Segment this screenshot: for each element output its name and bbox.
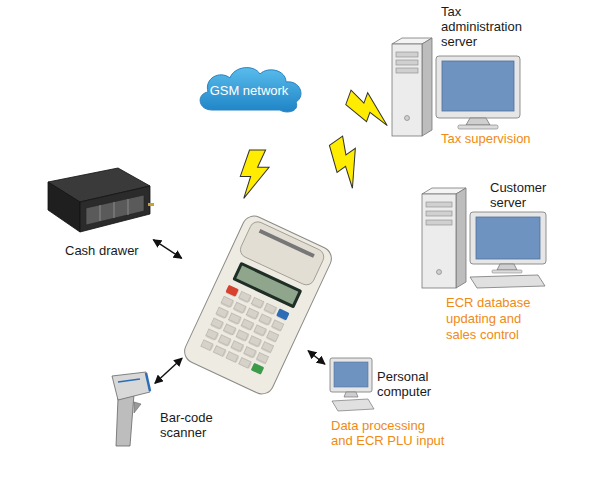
- cash-drawer-illustration-part: [48, 182, 80, 232]
- node-label: Bar-code scanner: [160, 410, 230, 440]
- pc-illustration: [330, 358, 374, 411]
- tax-server-illustration-part: [422, 38, 432, 136]
- ecr-illustration-part: [251, 363, 264, 375]
- lightning-bolt: [240, 150, 269, 198]
- customer-server-illustration-part: [497, 264, 517, 270]
- tax-server-illustration-part: [396, 68, 418, 73]
- cash-drawer-illustration-part: [80, 186, 150, 232]
- customer-server-illustration-part: [426, 220, 452, 225]
- node-label: GSM network: [190, 83, 308, 98]
- scanner-illustration-part: [134, 402, 141, 413]
- lightning-bolt: [343, 87, 396, 129]
- ecr-illustration-part: [181, 212, 336, 398]
- lightning-bolt-part: [343, 87, 396, 129]
- ecr-illustration-part: [259, 229, 315, 258]
- scanner-illustration: [112, 372, 150, 446]
- cash-drawer-illustration-part: [86, 195, 144, 225]
- tax-server-illustration-part: [405, 116, 410, 121]
- tax-server-illustration-part: [458, 125, 498, 129]
- customer-server-illustration-part: [426, 211, 452, 216]
- ecr-node: [185, 225, 305, 375]
- lightning-bolt-part: [240, 150, 269, 198]
- node-label: Cash drawer: [65, 243, 139, 258]
- lightning-bolt-part: [322, 134, 373, 190]
- cash-drawer-illustration-part: [128, 199, 129, 215]
- node-label: Personal computer: [377, 369, 447, 399]
- ecr-illustration-part: [232, 262, 302, 309]
- tax-server-illustration-part: [436, 56, 520, 118]
- ecr-illustration-part: [238, 219, 327, 287]
- node-label: Customer server: [490, 180, 560, 210]
- customer-server-illustration-part: [426, 202, 452, 207]
- scanner-illustration-part: [146, 373, 150, 391]
- cash-drawer-illustration-part: [48, 168, 150, 202]
- ecr-illustration: [181, 212, 336, 398]
- node-label: Data processing and ECR PLU input: [331, 418, 447, 448]
- computer-node: Personal computerData processing and ECR…: [328, 358, 376, 414]
- customer-server-illustration-part: [422, 188, 466, 194]
- ecr-illustration-part: [276, 308, 289, 320]
- pc-illustration-part: [344, 392, 358, 397]
- device-node: Cash drawer: [45, 168, 150, 238]
- pc-illustration-part: [332, 399, 374, 411]
- cash-drawer-illustration-part: [100, 205, 101, 221]
- customer-server-illustration-part: [422, 194, 456, 288]
- ecr-illustration-part: [225, 285, 238, 297]
- node-label: Tax administration server: [441, 4, 536, 49]
- pc-illustration-part: [334, 362, 368, 387]
- server-node: Tax administration serverTax supervision: [388, 38, 524, 134]
- server-node: Customer serverECR database updating and…: [420, 186, 547, 290]
- node-label: ECR database updating and sales control: [446, 295, 546, 343]
- pc-illustration-part: [330, 358, 372, 392]
- customer-server-illustration-part: [470, 212, 546, 264]
- scanner-illustration-part: [118, 379, 140, 382]
- network-cloud: GSM network: [190, 60, 308, 116]
- tax-server-illustration-part: [392, 44, 422, 136]
- scanner-illustration-part: [116, 394, 134, 446]
- customer-server-illustration-part: [476, 217, 540, 259]
- tax-server-illustration-part: [466, 118, 490, 125]
- node-label: Tax supervision: [441, 131, 561, 146]
- customer-server-illustration-part: [470, 275, 545, 288]
- tax-server-illustration-part: [396, 60, 418, 65]
- customer-server-illustration-part: [437, 270, 442, 275]
- tax-server-illustration-part: [396, 52, 418, 57]
- tax-server-illustration-part: [442, 61, 514, 111]
- double-arrow: [153, 240, 181, 259]
- tax-server-illustration: [392, 38, 520, 136]
- tax-server-illustration-part: [392, 38, 432, 44]
- customer-server-illustration: [422, 188, 546, 288]
- cash-drawer-illustration-part: [148, 203, 154, 206]
- customer-server-illustration-part: [456, 188, 466, 288]
- device-node: Bar-code scanner: [100, 372, 152, 448]
- customer-server-illustration-part: [492, 270, 522, 273]
- scanner-illustration-part: [112, 372, 150, 400]
- lightning-bolt: [322, 134, 373, 190]
- ecr-illustration-part: [236, 266, 298, 305]
- ecr-illustration-part: [200, 285, 289, 375]
- cash-drawer-illustration-part: [114, 202, 115, 218]
- cash-drawer-illustration: [48, 168, 154, 232]
- double-arrow: [308, 351, 325, 365]
- double-arrow: [155, 358, 182, 383]
